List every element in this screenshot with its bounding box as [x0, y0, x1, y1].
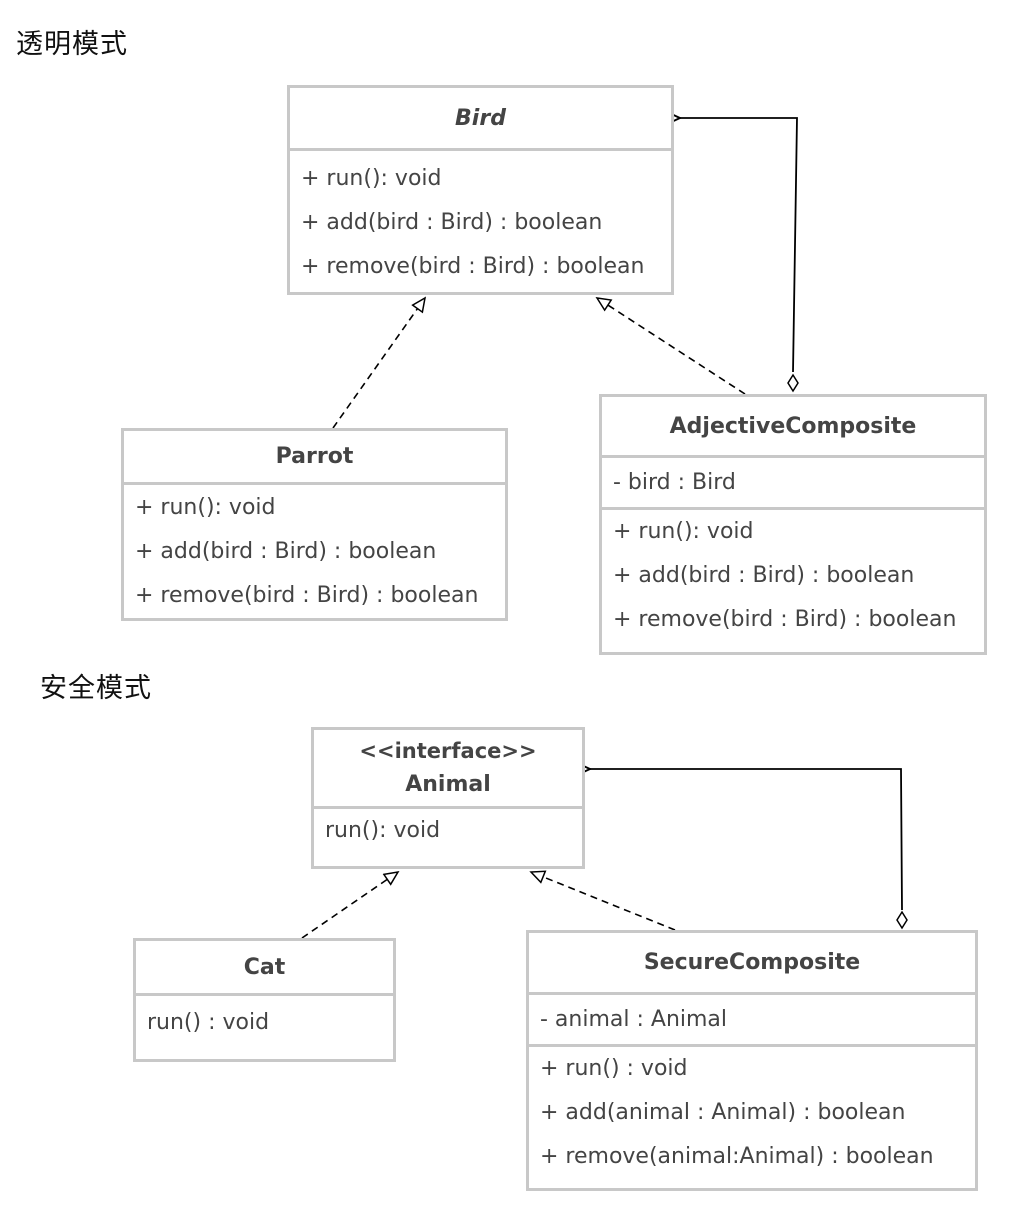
method: + remove(animal:Animal) : boolean [540, 1144, 934, 1169]
bird-class-name: Bird [455, 105, 506, 131]
animal-interface[interactable]: <<interface>> Animal run(): void [311, 727, 585, 869]
bird-class-header: Bird [290, 88, 671, 151]
cat-methods: run() : void [136, 996, 393, 1045]
method: + add(bird : Bird) : boolean [301, 210, 603, 235]
adjective-composite-realizes-bird-line [597, 298, 746, 395]
animal-interface-header: <<interface>> Animal [314, 730, 582, 809]
parrot-class-name: Parrot [275, 444, 354, 469]
parrot-class[interactable]: Parrot + run(): void + add(bird : Bird) … [121, 428, 508, 621]
secure-composite-realizes-animal-line [531, 872, 676, 931]
animal-interface-name: Animal [405, 772, 491, 797]
adjective-composite-aggregates-bird-line [680, 118, 798, 373]
cat-realizes-animal-line [301, 872, 398, 939]
secure-composite-attributes: - animal : Animal [529, 995, 975, 1047]
parrot-realizes-bird-line [332, 298, 425, 429]
adjective-composite-attributes: - bird : Bird [602, 458, 984, 510]
adjective-composite-class-name: AdjectiveComposite [669, 413, 917, 439]
interface-stereotype: <<interface>> [359, 739, 537, 763]
aggregation-diamond-icon [787, 373, 799, 393]
attribute: - bird : Bird [613, 470, 736, 495]
animal-methods: run(): void [314, 809, 582, 853]
method: + run(): void [301, 166, 442, 191]
bird-methods: + run(): void + add(bird : Bird) : boole… [290, 151, 671, 289]
secure-composite-class-name: SecureComposite [643, 950, 861, 975]
method: + add(bird : Bird) : boolean [135, 539, 437, 564]
cat-class-name: Cat [243, 954, 286, 980]
attribute: - animal : Animal [540, 1007, 728, 1032]
method: + run(): void [613, 519, 754, 544]
transparent-mode-title: 透明模式 [16, 29, 128, 60]
method: run() : void [147, 1010, 270, 1035]
method: + run(): void [135, 495, 276, 520]
method: + add(animal : Animal) : boolean [540, 1100, 906, 1125]
cat-class[interactable]: Cat run() : void [133, 938, 396, 1062]
secure-mode-title: 安全模式 [40, 673, 152, 704]
aggregation-diamond-icon [896, 910, 908, 930]
parrot-class-header: Parrot [124, 431, 505, 485]
secure-composite-methods: + run() : void + add(animal : Animal) : … [529, 1047, 975, 1179]
cat-class-header: Cat [136, 941, 393, 996]
method: + run() : void [540, 1056, 688, 1081]
method: + remove(bird : Bird) : boolean [135, 583, 479, 608]
method: + add(bird : Bird) : boolean [613, 563, 915, 588]
bird-class[interactable]: Bird + run(): void + add(bird : Bird) : … [287, 85, 674, 295]
method: run(): void [325, 818, 441, 843]
method: + remove(bird : Bird) : boolean [613, 607, 957, 632]
secure-composite-class[interactable]: SecureComposite - animal : Animal + run(… [526, 930, 978, 1191]
adjective-composite-class-header: AdjectiveComposite [602, 397, 984, 458]
method: + remove(bird : Bird) : boolean [301, 254, 645, 279]
secure-composite-class-header: SecureComposite [529, 933, 975, 995]
adjective-composite-class[interactable]: AdjectiveComposite - bird : Bird + run()… [599, 394, 987, 655]
adjective-composite-methods: + run(): void + add(bird : Bird) : boole… [602, 510, 984, 642]
secure-composite-aggregates-animal-line [590, 769, 903, 911]
parrot-methods: + run(): void + add(bird : Bird) : boole… [124, 485, 505, 618]
